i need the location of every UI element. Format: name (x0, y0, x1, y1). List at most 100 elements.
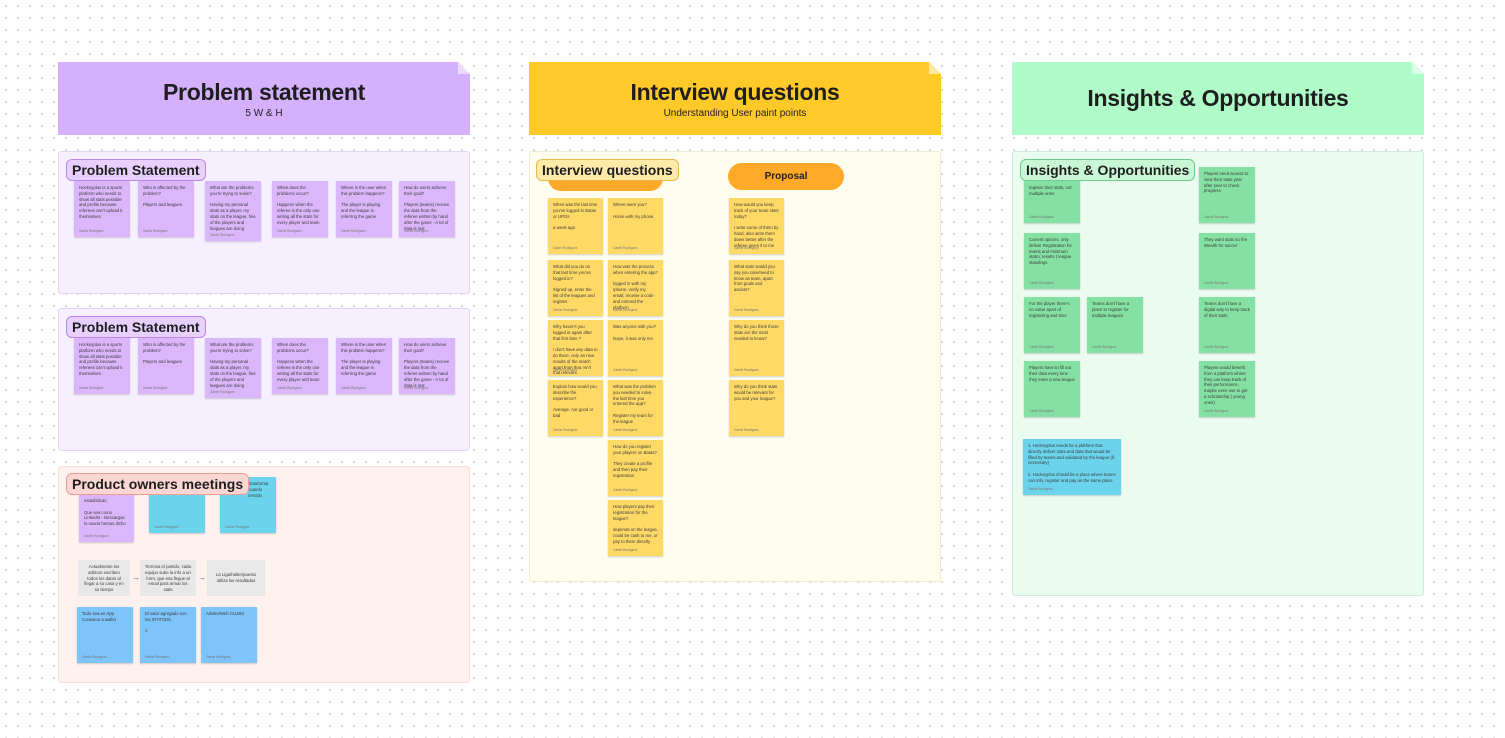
product-owners-label[interactable]: Product owners meetings (66, 473, 250, 495)
flow-step[interactable]: La Liga/halter/puesto utiliza los result… (207, 560, 265, 596)
interview-pill[interactable] (548, 178, 663, 191)
arrow-right-icon: → (132, 573, 140, 582)
sticky-note[interactable]: When was the last time you've logged in … (548, 198, 603, 254)
sticky-text: 1. Hockeyplus needs be a platform that d… (1028, 443, 1116, 483)
sticky-author: Gaelle Rodriguez (1029, 408, 1054, 413)
flow-step[interactable]: Actualmente los arbitros escriben todos … (78, 560, 130, 596)
sticky-note[interactable]: For the player there's no value apart of… (1024, 297, 1080, 353)
sticky-note[interactable]: Why do you think those stats are the mos… (729, 320, 784, 376)
sticky-note[interactable]: What stats would you say you care/need t… (729, 260, 784, 316)
sticky-note[interactable]: estadisticas. Que sea como LinkedIn - De… (79, 486, 134, 542)
sticky-note[interactable]: Why haven't you logged in again after th… (548, 320, 603, 376)
sticky-note[interactable]: Explain how would you describe the exper… (548, 380, 603, 436)
sticky-note[interactable]: Who is affected by the problem? Players … (138, 338, 194, 394)
sticky-text: They want stats so the Wealth for soccer (1204, 237, 1247, 248)
sticky-note[interactable]: Where is the user when this problem happ… (336, 181, 392, 237)
sticky-note[interactable]: They want stats so the Wealth for soccer… (1199, 233, 1255, 289)
sticky-text: register their stats, not multiple ones (1029, 185, 1072, 196)
sticky-note[interactable]: How was the process when entering the ap… (608, 260, 663, 316)
sticky-author: Gaelle Rodriguez (143, 385, 168, 390)
insights-header[interactable]: Insights & Opportunities (1012, 62, 1424, 135)
sticky-author: Gaelle Rodriguez (341, 385, 366, 390)
sticky-author: Gaelle Rodriguez (82, 654, 107, 659)
flow-step[interactable]: Termina el partido, cada equipo sube la … (140, 560, 196, 596)
sticky-text: plataforma cuando crecido (248, 481, 269, 498)
sticky-author: Gaelle Rodriguez (734, 245, 759, 250)
sticky-author: Gaelle Rodriguez (145, 654, 170, 659)
interview-questions-label[interactable]: Interview questions (536, 159, 679, 181)
sticky-note[interactable]: What are the problems you're trying to s… (205, 338, 261, 398)
sticky-text: How do users achieve their goal? Players… (404, 185, 450, 231)
sticky-note[interactable]: Teams don't have a digital way to keep t… (1199, 297, 1255, 353)
sticky-text: Who is affected by the problem? Players … (143, 342, 186, 365)
sticky-author: Gaelle Rodriguez (341, 228, 366, 233)
sticky-text: Hockeyplus is a sports platform who need… (79, 342, 123, 376)
sticky-text: Teams don't have a place to register for… (1092, 301, 1130, 318)
sticky-note[interactable]: How do you register your players on Bata… (608, 440, 663, 496)
sticky-author: Gaelle Rodriguez (225, 524, 250, 529)
sticky-text: How do you register your players on Bata… (613, 444, 657, 478)
sticky-author: Gaelle Rodriguez (553, 367, 578, 372)
problem-statement-label-2[interactable]: Problem Statement (66, 316, 206, 338)
sticky-author: Gaelle Rodriguez (613, 307, 638, 312)
sticky-text: Why haven't you logged in again after th… (553, 324, 598, 376)
sticky-note[interactable]: Why do you think stats would be relevant… (729, 380, 784, 436)
sticky-author: Gaelle Rodriguez (613, 427, 638, 432)
sticky-note[interactable]: How do users achieve their goal? Players… (399, 338, 455, 394)
sticky-note[interactable]: Players have to fill out their data ever… (1024, 361, 1080, 417)
header-title: Problem statement (163, 78, 365, 105)
sticky-text: estadisticas. Que sea como LinkedIn - De… (84, 498, 126, 527)
sticky-note[interactable]: Who is affected by the problem? Players … (138, 181, 194, 237)
interview-questions-header[interactable]: Interview questions Understanding User p… (529, 62, 941, 135)
header-subtitle: 5 W & H (245, 107, 283, 119)
arrow-right-icon: → (198, 573, 206, 582)
sticky-note[interactable]: When does the problems occur? Happens wh… (272, 181, 328, 237)
sticky-author: Gaelle Rodriguez (1204, 408, 1229, 413)
insights-summary-note[interactable]: 1. Hockeyplus needs be a platform that d… (1023, 439, 1121, 495)
sticky-note[interactable]: Teams don't have a place to register for… (1087, 297, 1143, 353)
problem-statement-header[interactable]: Problem statement 5 W & H (58, 62, 470, 135)
sticky-note[interactable]: How do users achieve their goal? Players… (399, 181, 455, 237)
sticky-note[interactable]: Current options, only deliver Registrati… (1024, 233, 1080, 289)
sticky-author: Gaelle Rodriguez (79, 385, 104, 390)
sticky-author: Gaelle Rodriguez (734, 307, 759, 312)
sticky-note[interactable]: How would you keep track of your team st… (729, 198, 784, 254)
sticky-note[interactable]: What are the problems you're trying to s… (205, 181, 261, 241)
problem-statement-label-1[interactable]: Problem Statement (66, 159, 206, 181)
sticky-text: What was the problem you needed to solve… (613, 384, 656, 424)
sticky-note[interactable]: Hockeyplus is a sports platform who need… (74, 338, 130, 394)
sticky-text: How was the process when entering the ap… (613, 264, 658, 310)
sticky-text: When was the last time you've logged in … (553, 202, 598, 231)
sticky-text: How players pay their registration for t… (613, 504, 658, 544)
proposal-pill[interactable]: Proposal (728, 163, 844, 190)
sticky-note[interactable]: What was the problem you needed to solve… (608, 380, 663, 436)
sticky-text: Where is the user when this problem happ… (341, 342, 387, 376)
sticky-note[interactable]: Players need access to view their stats … (1199, 167, 1255, 223)
sticky-author: Gaelle Rodriguez (553, 307, 578, 312)
sticky-author: Gaelle Rodriguez (277, 228, 302, 233)
header-title: Insights & Opportunities (1087, 85, 1349, 111)
insights-label[interactable]: Insights & Opportunities (1020, 159, 1196, 181)
sticky-text: Where is the user when this problem happ… (341, 185, 387, 219)
sticky-text: Teams don't have a digital way to keep t… (1204, 301, 1250, 318)
header-fold (1412, 62, 1424, 74)
header-fold (458, 62, 470, 74)
header-fold (929, 62, 941, 74)
sticky-note[interactable]: When does the problems occur? Happens wh… (272, 338, 328, 394)
sticky-note[interactable]: Was anyone with you? Nope, it was only m… (608, 320, 663, 376)
sticky-note[interactable]: What did you do on that last time you've… (548, 260, 603, 316)
sticky-text: Where were you? Home with my phone (613, 202, 654, 219)
sticky-text: When does the problems occur? Happens wh… (277, 342, 320, 382)
sticky-author: Gaelle Rodriguez (734, 427, 759, 432)
sticky-note[interactable]: Hockeyplus is a sports platform who need… (74, 181, 130, 237)
sticky-note[interactable]: Players would benefit from a platform wh… (1199, 361, 1255, 417)
sticky-text: Players have to fill out their data ever… (1029, 365, 1075, 382)
sticky-text: When does the problems occur? Happens wh… (277, 185, 320, 225)
sticky-note[interactable]: How players pay their registration for t… (608, 500, 663, 556)
sticky-note[interactable]: Where is the user when this problem happ… (336, 338, 392, 394)
sticky-author: Gaelle Rodriguez (613, 487, 638, 492)
